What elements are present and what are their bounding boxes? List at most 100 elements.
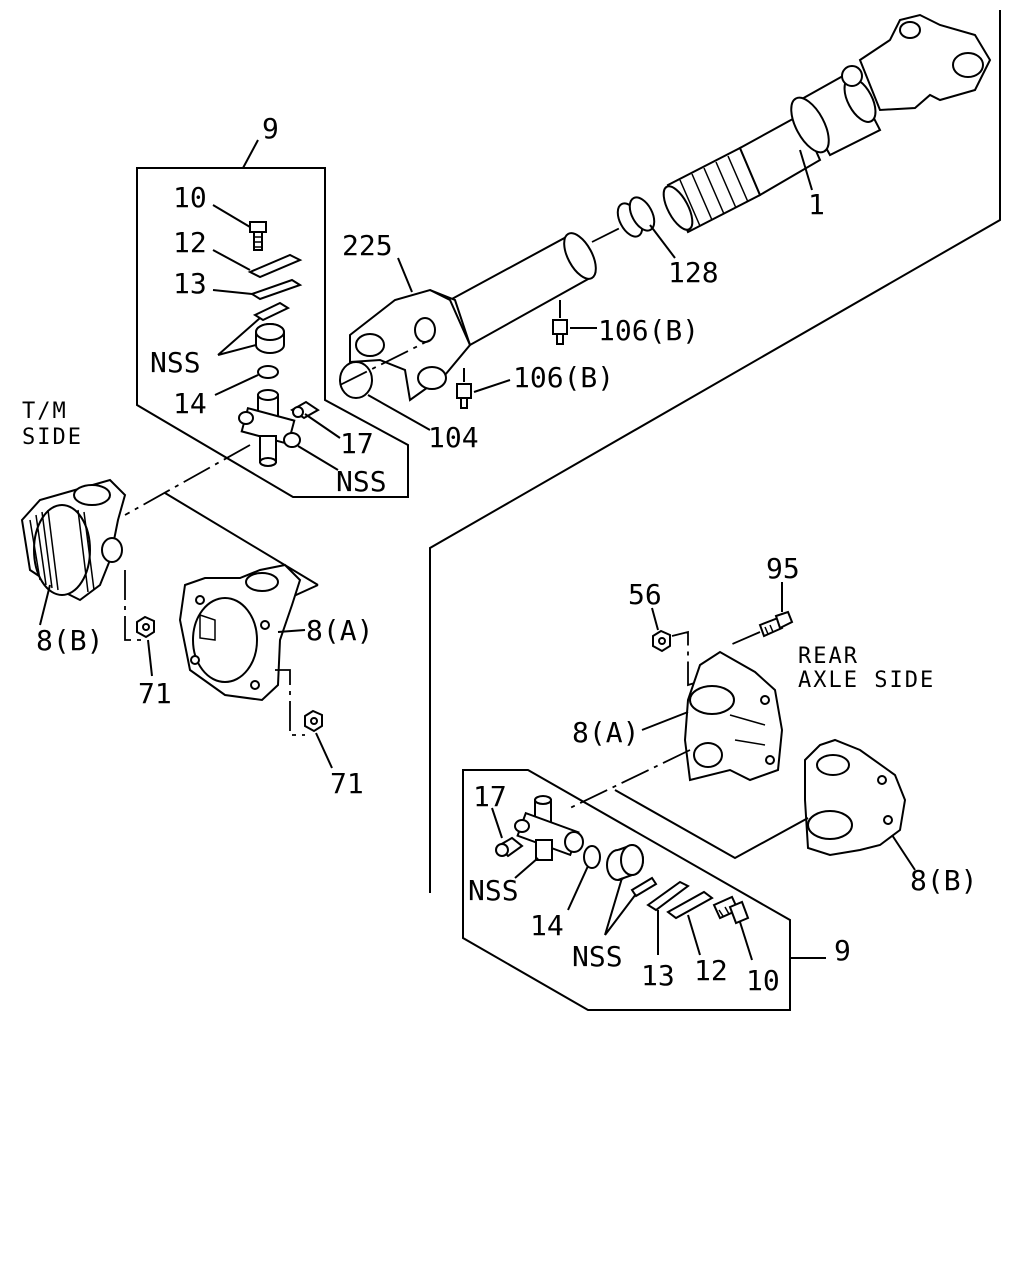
label-225: 225 xyxy=(342,229,393,262)
leader-13a xyxy=(212,289,253,295)
leader-8a-right xyxy=(641,711,689,731)
leader-104 xyxy=(367,394,431,431)
label-8b-right: 8(B) xyxy=(910,864,977,897)
label-9-lower: 9 xyxy=(834,934,851,967)
flange-8a-right xyxy=(683,650,784,782)
leader-10a xyxy=(212,204,251,228)
label-10-upper: 10 xyxy=(173,181,207,214)
leader-128 xyxy=(649,224,676,259)
label-nss-2: NSS xyxy=(336,465,387,498)
leader-10b xyxy=(739,921,753,961)
plate-13-lower xyxy=(646,880,690,912)
bolt-10-upper xyxy=(249,221,267,251)
label-71-a: 71 xyxy=(138,677,172,710)
grease-fitting-106b-1 xyxy=(552,300,568,345)
leader-17b xyxy=(491,807,503,839)
bolt-95 xyxy=(758,610,794,638)
centerline-rear xyxy=(569,749,691,809)
nut-71-b xyxy=(304,709,323,733)
label-8a-left: 8(A) xyxy=(306,614,373,647)
leader-tm-assy xyxy=(164,492,319,586)
label-106b-a: 106(B) xyxy=(598,314,699,347)
label-71-b: 71 xyxy=(330,767,364,800)
leader-nss3 xyxy=(514,857,539,879)
leader-225 xyxy=(397,257,413,293)
label-17-upper: 17 xyxy=(340,427,374,460)
spider-cross-lower xyxy=(514,795,584,861)
leader-8b-right xyxy=(891,834,916,871)
leader-8a-left xyxy=(277,629,306,633)
leader-12b xyxy=(687,914,701,956)
kit-box-lower xyxy=(462,769,791,1011)
spider-cross-upper xyxy=(238,389,301,467)
centerline-tm xyxy=(124,444,251,516)
centerline-95 xyxy=(729,631,761,646)
label-8a-right: 8(A) xyxy=(572,716,639,749)
label-12-upper: 12 xyxy=(173,226,207,259)
nss-seal-lower xyxy=(630,876,658,898)
washer-14-upper xyxy=(257,365,279,379)
washer-14-lower xyxy=(583,845,601,869)
kit-box-upper xyxy=(136,167,409,498)
label-13-upper: 13 xyxy=(173,267,207,300)
leader-9-upper xyxy=(242,139,259,169)
centerline-ring xyxy=(591,227,621,243)
centerline-yoke xyxy=(339,339,431,386)
flange-8b-right xyxy=(804,738,907,857)
leader-14b xyxy=(567,865,589,911)
label-tm: T/M xyxy=(22,399,68,424)
leader-56 xyxy=(651,607,659,631)
centerline-71b xyxy=(275,669,305,736)
plate-13-upper xyxy=(249,278,303,301)
lock-plate-12-upper xyxy=(247,253,303,279)
nut-56 xyxy=(652,629,671,653)
leader-106b xyxy=(473,379,511,393)
label-nss-4: NSS xyxy=(572,940,623,973)
grease-nipple-17-upper xyxy=(290,400,320,420)
leader-12a xyxy=(212,249,251,271)
grease-fitting-106b-2 xyxy=(456,368,472,409)
lock-plate-12-lower xyxy=(666,890,714,920)
leader-nss2 xyxy=(297,445,339,471)
label-56: 56 xyxy=(628,578,662,611)
flange-8a-left xyxy=(178,563,302,702)
leader-nss1 xyxy=(217,317,261,356)
centerline-56 xyxy=(671,630,706,687)
label-rear: REAR xyxy=(798,644,859,669)
leader-71a xyxy=(147,639,153,677)
bearing-cup-upper xyxy=(255,323,285,354)
flange-8b-left xyxy=(20,478,127,602)
assembly-bracket-right xyxy=(429,10,1001,893)
plug-104 xyxy=(339,361,373,399)
nut-71-a xyxy=(136,615,155,639)
label-14-upper: 14 xyxy=(173,387,207,420)
yoke-far-end xyxy=(858,13,992,112)
label-8b-left: 8(B) xyxy=(36,624,103,657)
label-1: 1 xyxy=(808,188,825,221)
yoke-225 xyxy=(349,288,472,402)
label-95: 95 xyxy=(766,552,800,585)
label-14-lower: 14 xyxy=(530,909,564,942)
label-10-lower: 10 xyxy=(746,964,780,997)
label-nss-3: NSS xyxy=(468,874,519,907)
seal-ring-128 xyxy=(616,196,656,238)
label-104: 104 xyxy=(428,421,479,454)
splined-shaft-1 xyxy=(662,65,899,234)
label-13-lower: 13 xyxy=(641,959,675,992)
bearing-cup-lower xyxy=(606,843,644,881)
label-9-upper: 9 xyxy=(262,112,279,145)
bolt-10-lower xyxy=(712,895,750,925)
leader-nss4 xyxy=(604,877,637,936)
centerline-71a xyxy=(124,570,145,641)
nss-seal-upper xyxy=(252,301,291,322)
label-side: SIDE xyxy=(22,425,83,450)
leader-1 xyxy=(799,149,813,191)
label-128: 128 xyxy=(668,256,719,289)
leader-71b xyxy=(315,732,333,769)
leader-17a xyxy=(304,413,341,439)
label-12-lower: 12 xyxy=(694,954,728,987)
label-17-lower: 17 xyxy=(473,780,507,813)
tube-end xyxy=(563,232,597,280)
